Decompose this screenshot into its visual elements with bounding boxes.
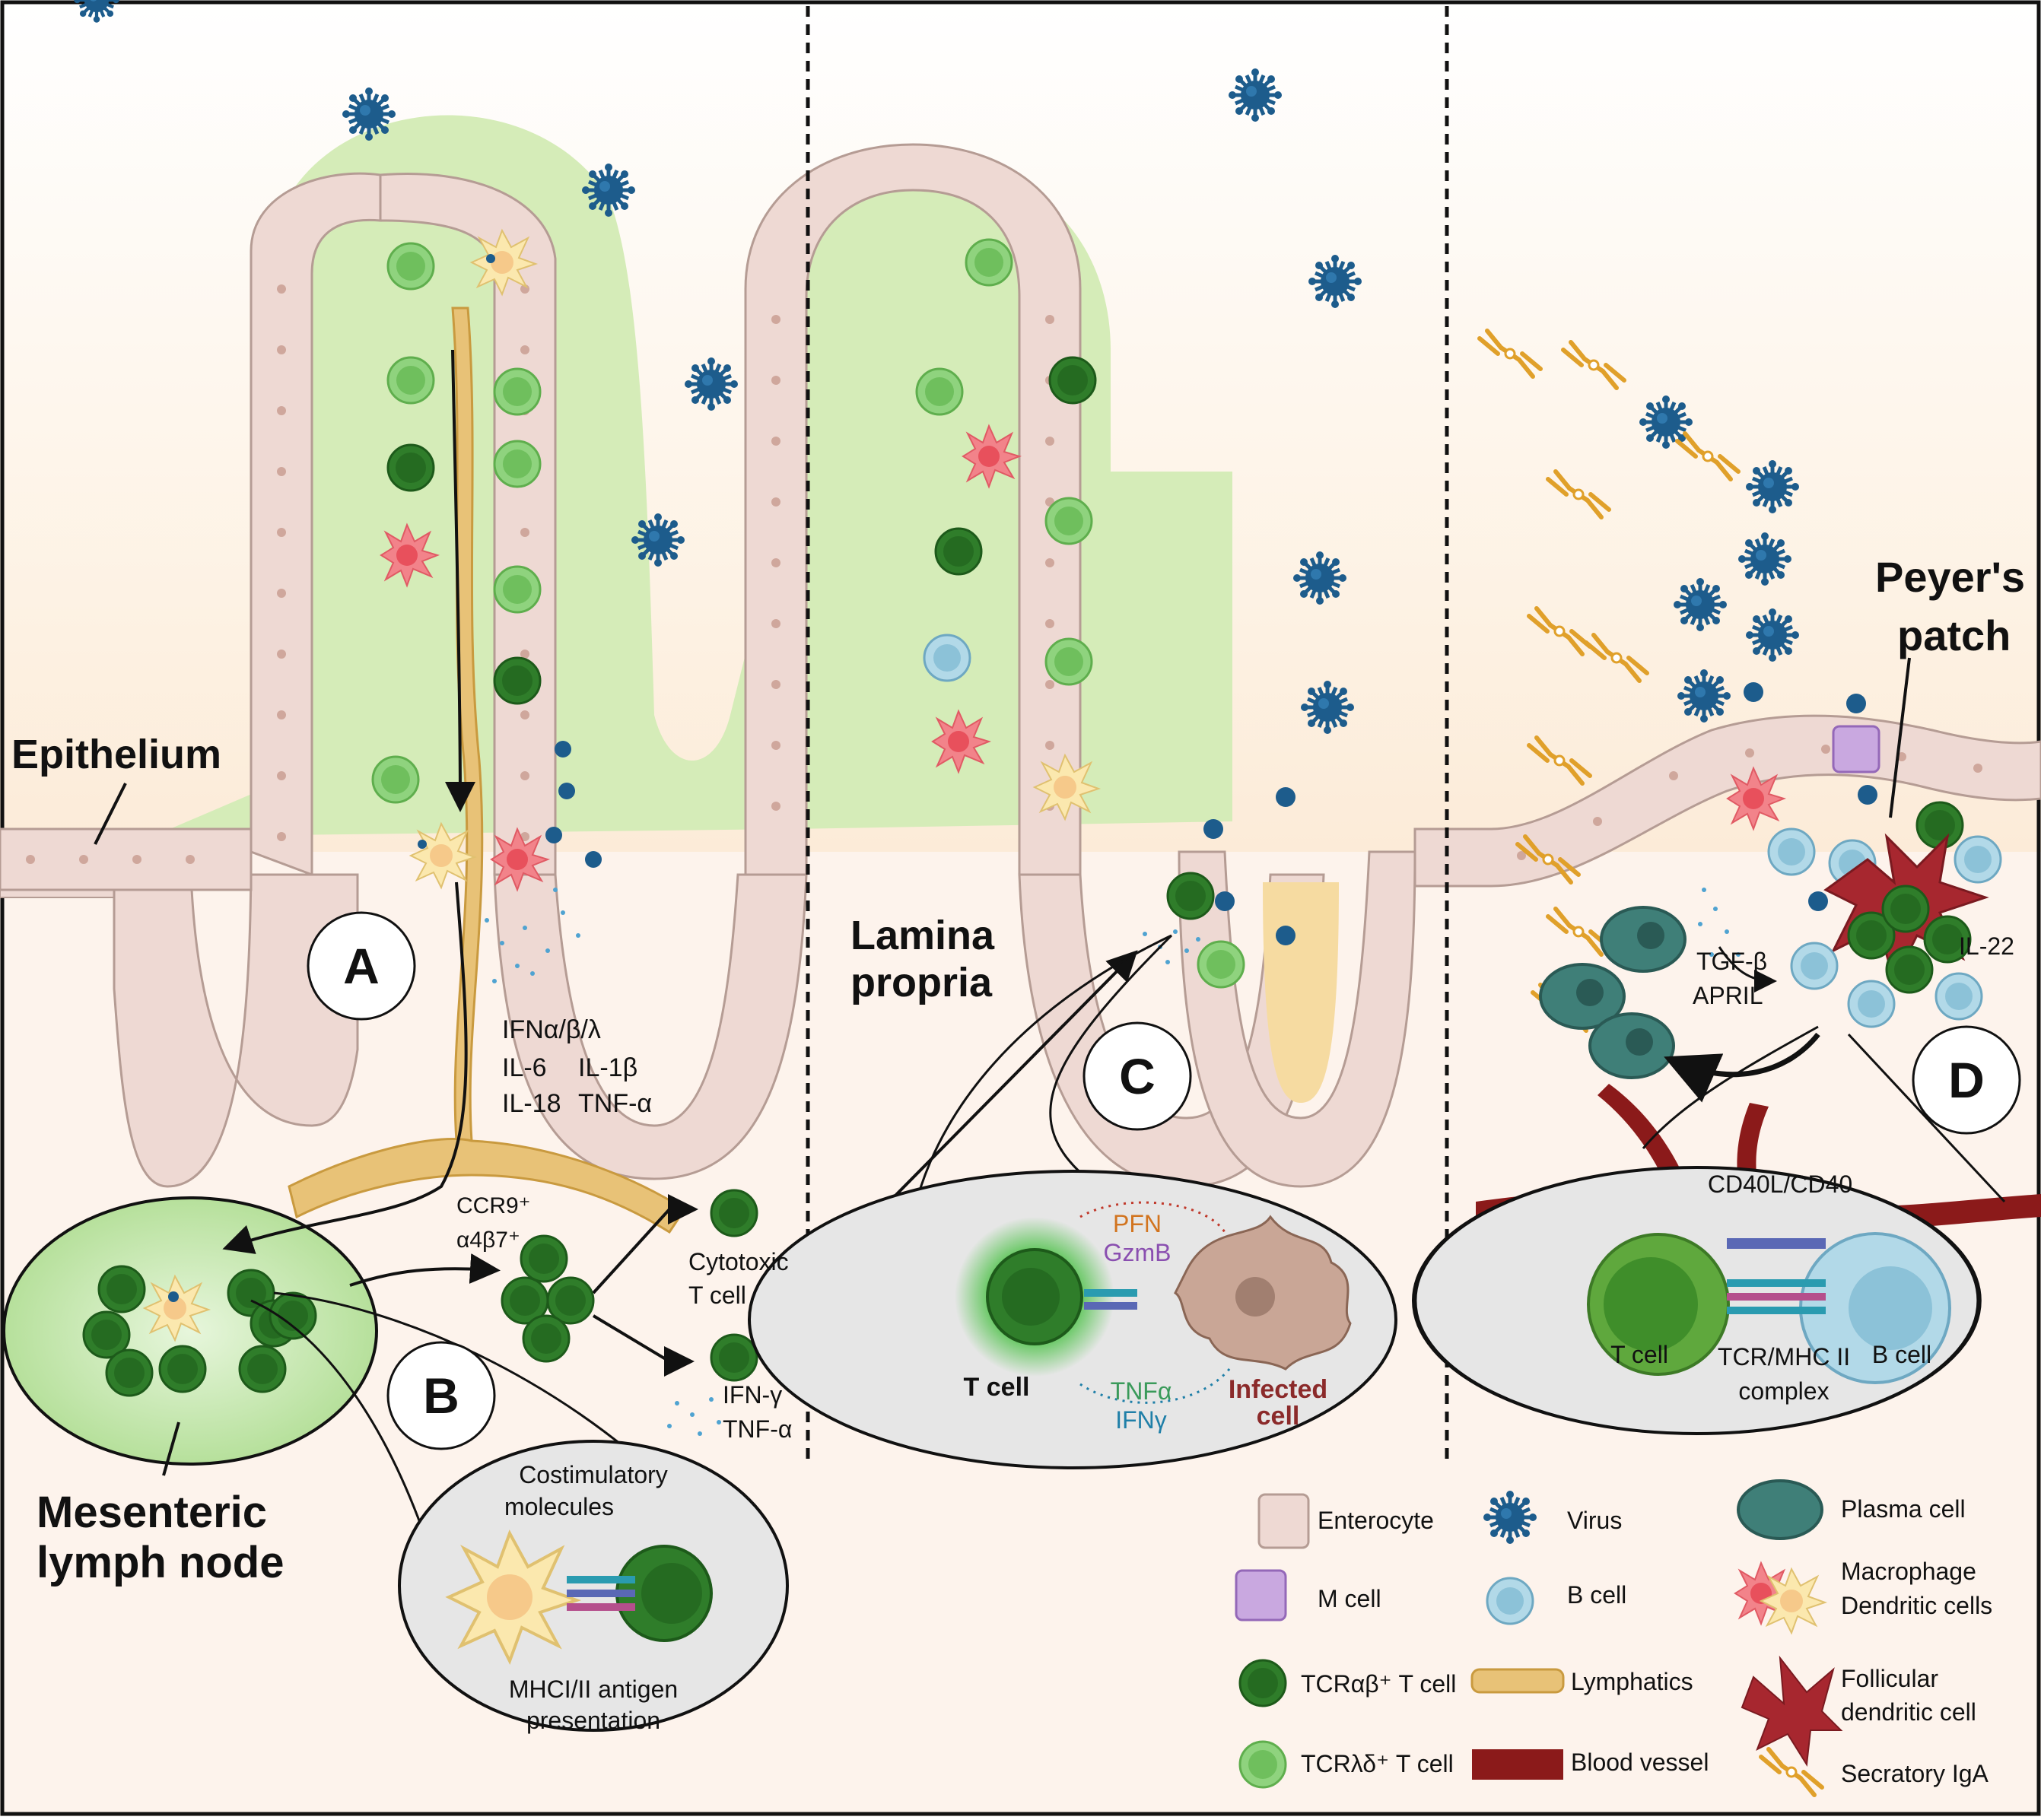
cytokine-il18: IL-18 (502, 1089, 561, 1118)
dendritic-cell-icon (1760, 1568, 1826, 1634)
follicular-dendritic-cell-icon (1741, 1655, 1843, 1767)
legend-blood-vessel: Blood vessel (1571, 1749, 1709, 1776)
inset-c-infected-line2: cell (1257, 1402, 1300, 1431)
effector-cytotoxic-line2: T cell (688, 1282, 746, 1309)
legend-macrophage-line1: Macrophage (1841, 1558, 1976, 1585)
blood-vessel-icon (1472, 1749, 1563, 1780)
peyers-patch-cells (1539, 725, 2002, 1079)
cytokine-dots (485, 888, 1741, 1436)
lymph-node-cells (82, 1265, 317, 1397)
cytokine-il1b: IL-1β (578, 1053, 637, 1082)
legend (1235, 1479, 1843, 1795)
panel-d-april: APRIL (1693, 982, 1763, 1009)
virus-icon (1483, 1491, 1537, 1544)
panel-d-il22: IL-22 (1959, 932, 2014, 960)
inset-b-mhc-line2: presentation (526, 1707, 660, 1734)
panel-letter-d: D (1948, 1052, 1985, 1108)
inset-c (748, 1170, 1397, 1469)
panel-d-tgfb: TGF-β (1696, 948, 1767, 975)
inset-d (1412, 1166, 1982, 1435)
label-epithelium: Epithelium (11, 732, 221, 777)
virus-icon (1746, 608, 1799, 662)
pointer-lines (94, 657, 1911, 1476)
mesenteric-lymph-node (2, 1196, 378, 1466)
inset-c-tcell: T cell (964, 1373, 1030, 1402)
tcr-ab-t-cell-icon (1238, 1659, 1287, 1707)
label-peyers-line1: Peyer's (1875, 553, 2025, 601)
small-virus-particles (545, 682, 1877, 945)
virus-icon (1293, 551, 1346, 605)
inset-c-gzmb: GzmB (1104, 1239, 1172, 1266)
cytokine-tnfa: TNF-α (578, 1089, 652, 1118)
panel-letter-a: A (343, 938, 380, 994)
virus-icon (1674, 578, 1727, 631)
b-cell-icon (1486, 1577, 1534, 1625)
legend-fdc-line1: Follicular (1841, 1665, 1938, 1692)
legend-bcell: B cell (1567, 1581, 1626, 1609)
inset-c-ifng: IFNγ (1115, 1406, 1167, 1434)
legend-enterocyte: Enterocyte (1318, 1507, 1434, 1534)
legend-mcell: M cell (1318, 1585, 1381, 1612)
inset-d-tcr-line2: complex (1738, 1377, 1829, 1405)
effector-cytotoxic-line1: Cytotoxic (688, 1248, 789, 1275)
inset-b-mhc-line1: MHCI/II antigen (509, 1675, 678, 1703)
legend-tcr-ab: TCRαβ⁺ T cell (1301, 1670, 1456, 1698)
virus-icon (685, 357, 738, 411)
homing-ccr9: CCR9⁺ (456, 1193, 531, 1218)
plasma-cell-icon (1737, 1479, 1823, 1540)
legend-lymphatics: Lymphatics (1571, 1668, 1693, 1695)
m-cell-icon (1235, 1569, 1287, 1621)
label-lamina-line2: propria (850, 960, 993, 1005)
label-mln-line1: Mesenteric (37, 1488, 267, 1537)
inset-d-cd40: CD40L/CD40 (1708, 1170, 1852, 1198)
virus-icon (582, 164, 635, 217)
inset-c-pfn: PFN (1113, 1210, 1162, 1237)
arrows (222, 349, 1820, 1377)
cytokine-ifn: IFNα/β/λ (502, 1015, 601, 1044)
virus-icon (1308, 255, 1362, 308)
virus-icon (631, 513, 685, 567)
tcr-gd-t-cell-icon (1238, 1740, 1287, 1789)
inset-b-costim-line1: Costimulatory (519, 1461, 668, 1488)
label-mln-line2: lymph node (37, 1538, 284, 1587)
panel-letter-c: C (1119, 1048, 1156, 1104)
inset-d-tcell: T cell (1610, 1341, 1668, 1368)
virus-icon (1746, 460, 1799, 513)
legend-fdc-line2: dendritic cell (1841, 1698, 1976, 1726)
t-cell-target (1197, 940, 1245, 989)
effector-tnfa: TNF-α (723, 1415, 792, 1443)
inset-d-bcell: B cell (1872, 1341, 1931, 1368)
villus-1-cells (371, 230, 548, 891)
virus-icon (1229, 68, 1282, 122)
t-cell-target (1166, 872, 1215, 920)
virus-icon (342, 87, 396, 141)
virus-icon (1301, 681, 1354, 734)
legend-virus: Virus (1567, 1507, 1622, 1534)
lymphatics-icon (1470, 1668, 1565, 1694)
inset-b (398, 1440, 789, 1732)
label-peyers-line2: patch (1897, 611, 2011, 659)
legend-siga: Secratory IgA (1841, 1760, 1989, 1787)
inset-b-costim-line2: molecules (504, 1493, 614, 1520)
inset-c-infected-line1: Infected (1229, 1375, 1327, 1404)
virus-icon (1639, 395, 1693, 449)
panel-letter-b: B (423, 1367, 459, 1424)
inset-c-tnfa: TNFα (1111, 1377, 1172, 1405)
cytokine-il6: IL-6 (502, 1053, 547, 1082)
virus-icon (1738, 532, 1791, 586)
legend-plasma: Plasma cell (1841, 1495, 1966, 1523)
homing-a4b7: α4β7⁺ (456, 1228, 520, 1253)
legend-macrophage-line2: Dendritic cells (1841, 1592, 1992, 1619)
inset-d-tcr-line1: TCR/MHC II (1718, 1343, 1850, 1371)
panel-markers (307, 911, 2021, 1450)
label-lamina-line1: Lamina (850, 913, 995, 958)
legend-tcr-gd: TCRλδ⁺ T cell (1301, 1750, 1454, 1777)
effector-ifng: IFN-γ (723, 1381, 782, 1409)
enterocyte-icon (1257, 1493, 1310, 1549)
virus-icon (1677, 669, 1731, 723)
